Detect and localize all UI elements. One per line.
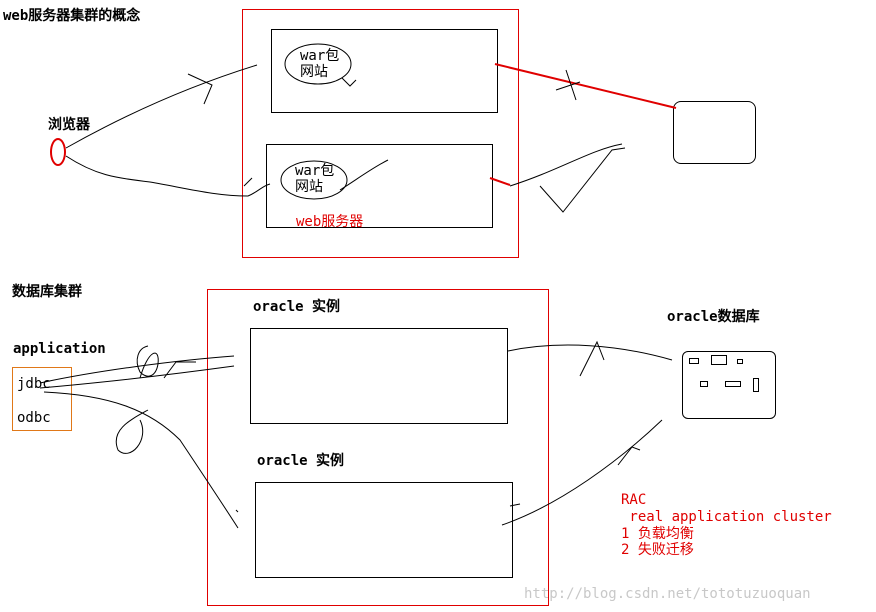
rac-cluster-frame [207,289,549,606]
oracle-instance-bottom [255,482,513,578]
instance-bottom-tick [617,446,641,466]
db-connection-active [509,143,623,187]
odbc-to-instance [43,391,239,529]
rac-title: RAC [621,492,647,508]
jdbc-loop [136,345,159,379]
web-server-label: web服务器 [296,214,364,230]
db-arrowhead [539,147,626,213]
oracle-instance-top-label: oracle 实例 [253,299,341,315]
rac-feature-failover: 2 失败迁移 [621,542,694,558]
rac-fullname: real application cluster [621,509,832,525]
war-package-top-line2: 网站 [300,64,328,80]
browser-label: 浏览器 [48,117,90,133]
oracle-instance-top [250,328,508,424]
oracle-instance-bottom-label: oracle 实例 [257,453,345,469]
odbc-loop [115,409,149,454]
db-icon-slot-6 [753,378,759,392]
broken-link-cross [555,69,581,101]
web-server-node-bottom [266,144,493,228]
war-package-bottom-line2: 网站 [295,179,323,195]
db-icon-slot-4 [700,381,708,387]
instance-top-to-db [507,344,673,361]
instance-bottom-to-db [501,419,663,526]
war-ellipse-bottom [280,160,348,200]
oracle-database-label: oracle数据库 [667,309,760,325]
rac-feature-load-balancing: 1 负载均衡 [621,526,694,542]
web-server-node-top [271,29,498,113]
jdbc-arrowhead [163,361,196,379]
war-package-bottom-line1: war包 [295,163,335,179]
db-icon-slot-3 [737,359,743,364]
arrowhead-top [187,73,213,105]
web-cluster-title: web服务器集群的概念 [3,8,141,24]
browser-ellipse [50,138,66,166]
shared-database-node [673,101,756,164]
request-arrow-top [65,64,258,149]
db-connection-broken [494,63,677,109]
web-server-cluster-frame [242,9,519,258]
db-icon-slot-5 [725,381,741,387]
oracle-database-node [682,351,776,419]
db-icon-slot-2 [711,355,727,365]
arrow-tick-bottom [243,177,253,187]
request-arrow-bottom [65,155,271,197]
db-icon-slot-1 [689,358,699,364]
jdbc-to-instance-2 [39,365,235,389]
war-package-top-line1: war包 [300,48,340,64]
odbc-label: odbc [17,410,51,426]
war-ellipse-top [284,43,352,85]
watermark: http://blog.csdn.net/tototuzuoquan [524,586,811,602]
application-label: application [13,341,106,357]
driver-box [12,367,72,431]
jdbc-to-instance-1 [39,355,235,384]
instance-top-tick [579,340,605,377]
db-cluster-title: 数据库集群 [12,284,82,300]
